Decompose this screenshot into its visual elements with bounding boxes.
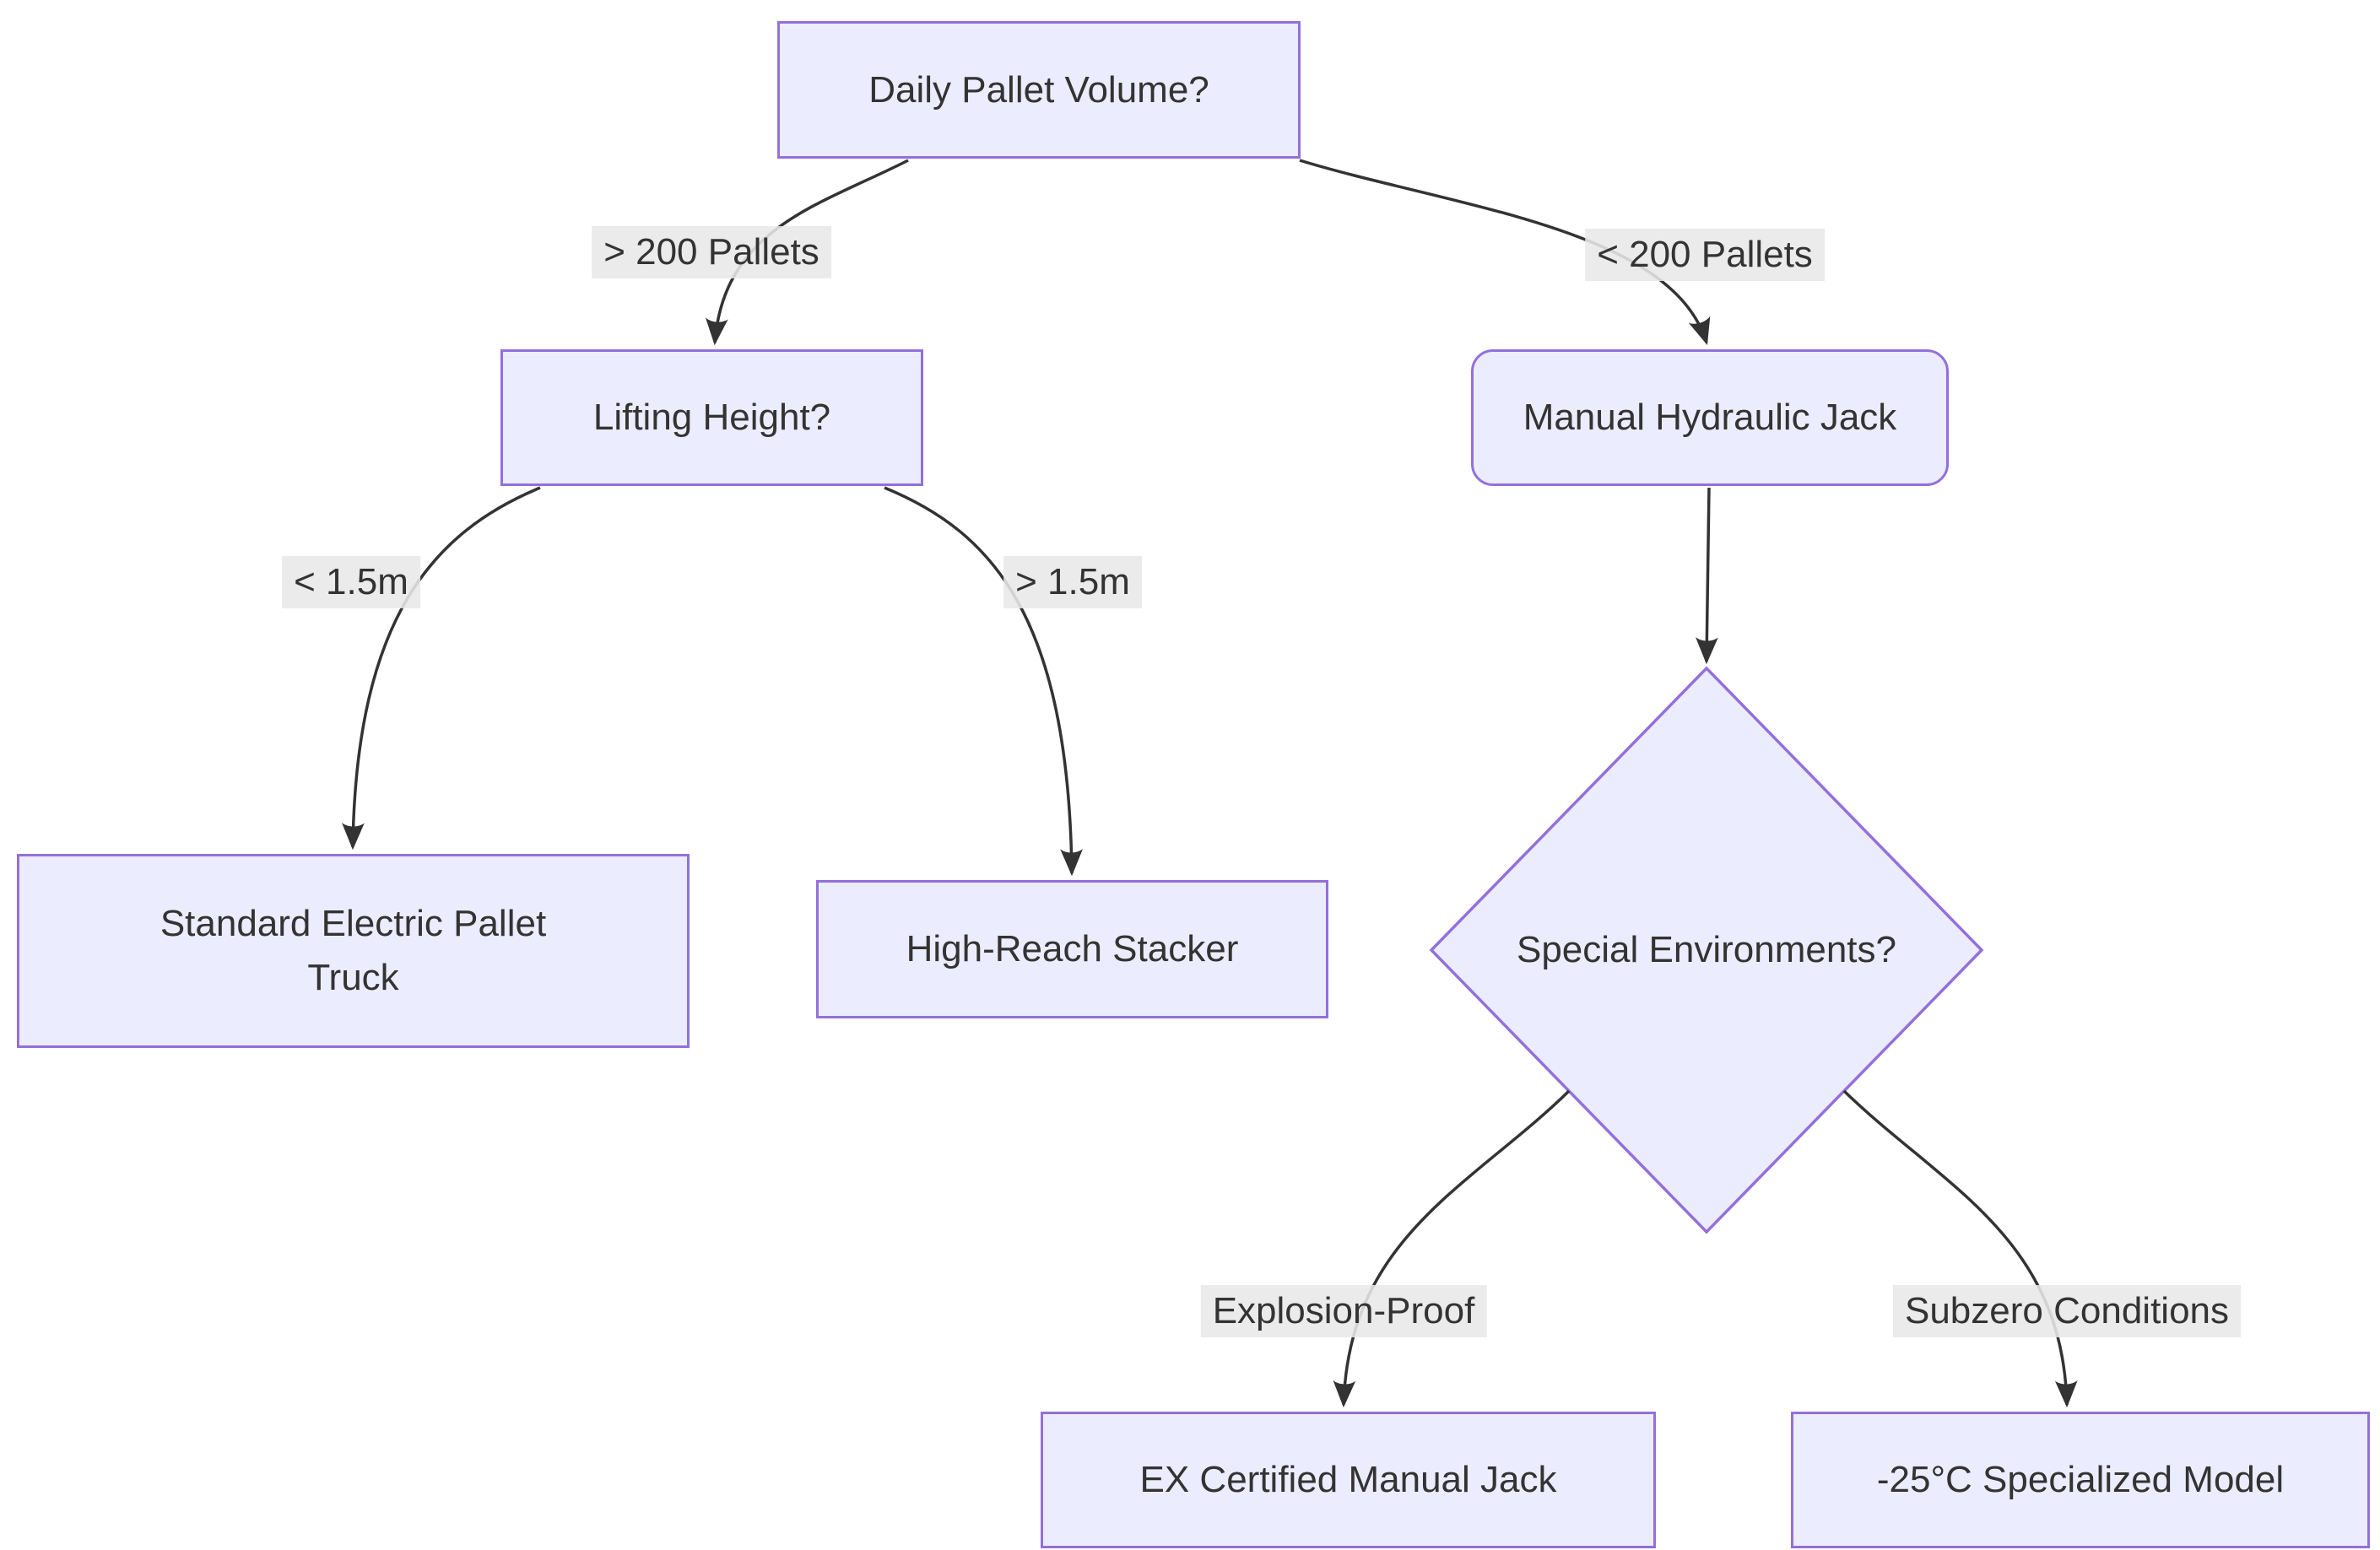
node-manual-hydraulic-jack: Manual Hydraulic Jack [1471, 349, 1949, 486]
edge-lifting-to-stacker [884, 486, 1084, 877]
node-special-environments-label: Special Environments? [1516, 929, 1897, 970]
edge-lifting-to-standard [341, 486, 541, 851]
node-high-reach-stacker: High-Reach Stacker [816, 880, 1328, 1018]
edge-special-to-ex [1333, 1089, 1571, 1408]
edge-label-gt-1-5m: > 1.5m [1003, 556, 1142, 608]
edge-label-explosion-proof: Explosion-Proof [1200, 1285, 1487, 1337]
edge-daily-to-lifting [705, 159, 909, 346]
node-subzero-specialized-model: -25°C Specialized Model [1791, 1412, 2370, 1548]
node-standard-electric-pallet-truck: Standard Electric Pallet Truck [17, 854, 690, 1048]
edge-special-to-subzero [1842, 1089, 2078, 1408]
edge-label-subzero-conditions: Subzero Conditions [1892, 1285, 2242, 1337]
node-ex-certified-manual-jack: EX Certified Manual Jack [1041, 1412, 1656, 1548]
node-lifting-height: Lifting Height? [500, 349, 923, 486]
edge-label-lt-1-5m: < 1.5m [282, 556, 420, 608]
node-daily-pallet-volume: Daily Pallet Volume? [777, 21, 1301, 159]
edge-label-lt-200-pallets: < 200 Pallets [1585, 229, 1825, 281]
edge-daily-to-manual [1299, 159, 1711, 346]
edge-manual-to-special [1695, 487, 1718, 665]
edge-label-gt-200-pallets: > 200 Pallets [592, 226, 831, 278]
